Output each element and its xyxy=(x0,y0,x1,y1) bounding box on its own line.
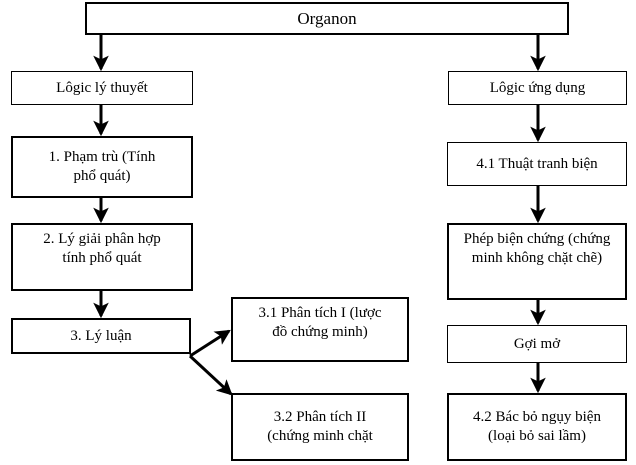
node-1-pham-tru[interactable]: 1. Phạm trù (Tính phổ quát) xyxy=(11,136,193,198)
node-logic-ung-dung[interactable]: Lôgic ứng dụng xyxy=(448,71,627,105)
node-4-2-bac-bo-nguy-bien[interactable]: 4.2 Bác bỏ ngụy biện (loại bỏ sai lầm) xyxy=(447,393,627,461)
node-goi-mo[interactable]: Gợi mở xyxy=(447,325,627,363)
node-2-ly-giai-phan-hop[interactable]: 2. Lý giải phân hợp tính phổ quát xyxy=(11,223,193,291)
node-3-ly-luan[interactable]: 3. Lý luận xyxy=(11,318,191,354)
connector-node-3-to-node-3-2 xyxy=(188,354,233,396)
node-logic-ly-thuyet[interactable]: Lôgic lý thuyết xyxy=(11,71,193,105)
node-3-1-phan-tich-i[interactable]: 3.1 Phân tích I (lược đồ chứng minh) xyxy=(231,297,409,362)
node-phep-bien-chung[interactable]: Phép biện chứng (chứng minh không chặt c… xyxy=(447,223,627,300)
node-organon[interactable]: Organon xyxy=(85,2,569,35)
connector-node-3-to-node-3-1 xyxy=(189,329,231,358)
node-3-2-phan-tich-ii[interactable]: 3.2 Phân tích II (chứng minh chặt xyxy=(231,393,409,461)
node-4-1-thuat-tranh-bien[interactable]: 4.1 Thuật tranh biện xyxy=(447,142,627,186)
